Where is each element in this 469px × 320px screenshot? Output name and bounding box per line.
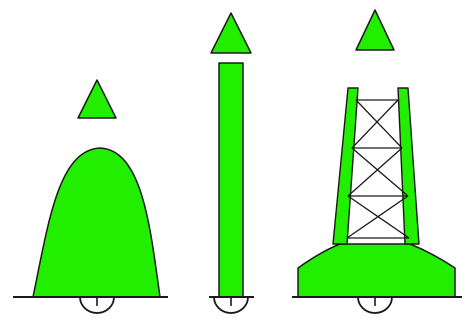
triangle-topmark-icon [78, 80, 116, 118]
triangle-topmark-icon [356, 10, 394, 50]
triangle-topmark-icon [211, 13, 251, 53]
spar-buoy [209, 13, 254, 313]
pillar-buoy-leg-right [398, 88, 419, 244]
pillar-buoy-icon [333, 88, 358, 244]
pillar-buoy [292, 10, 462, 313]
conical-buoy-icon [33, 148, 160, 297]
spar-buoy-icon [219, 63, 243, 297]
conical-buoy [13, 80, 168, 313]
pillar-buoy-base [298, 244, 455, 297]
